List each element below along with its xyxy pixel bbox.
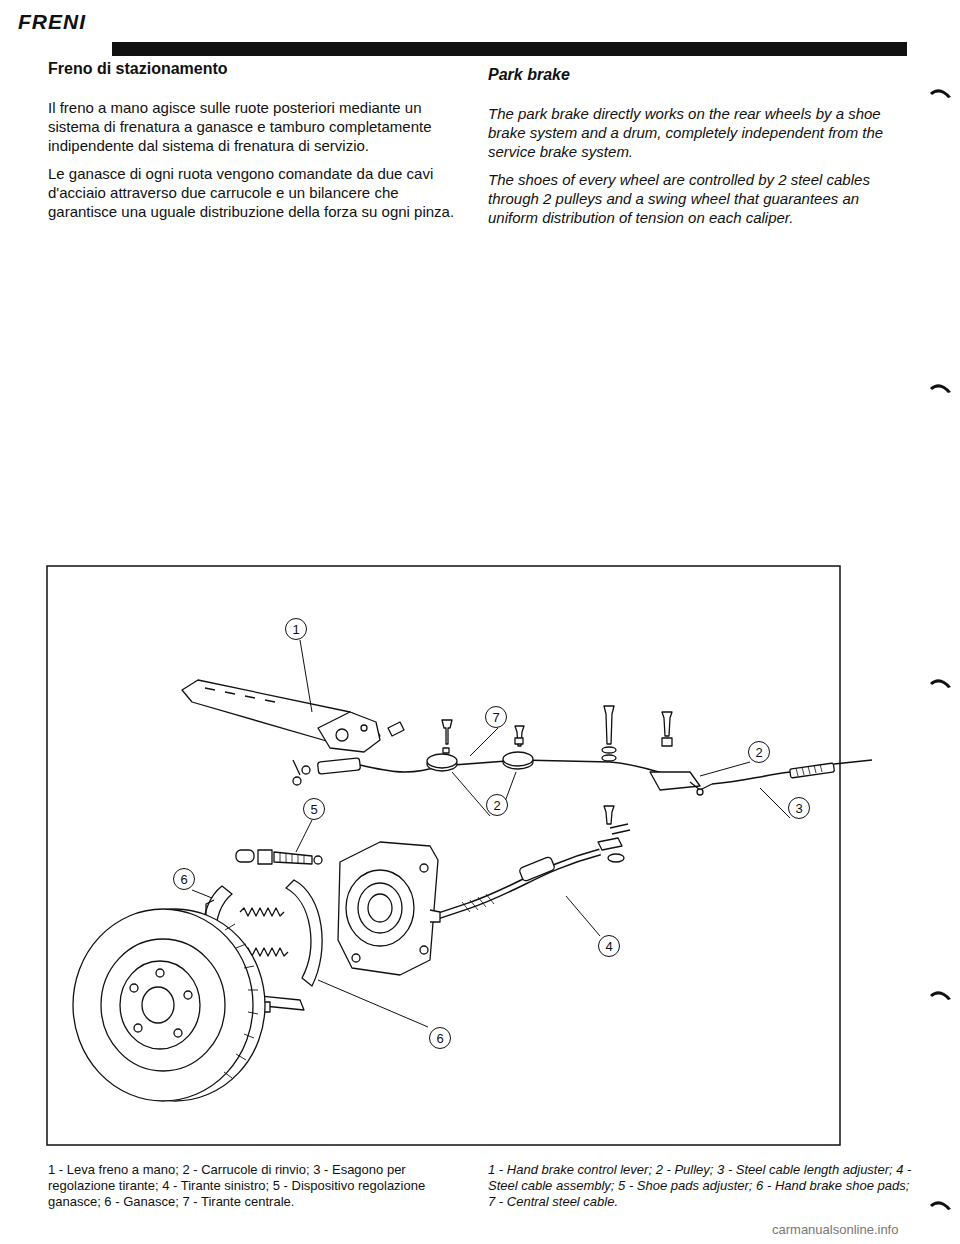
body-text: The shoes of every wheel are controlled … <box>488 170 906 227</box>
page-header: FRENI <box>18 10 86 34</box>
body-text: Le ganasce di ogni ruota vengono comanda… <box>48 164 468 221</box>
callout-number: 2 <box>755 746 762 759</box>
body-text: The park brake directly works on the rea… <box>488 104 906 161</box>
callout-number: 5 <box>310 803 317 816</box>
callout-number: 4 <box>605 940 612 953</box>
callout-circle: 2 <box>486 794 508 816</box>
callout-circle: 4 <box>598 935 620 957</box>
callout-number: 1 <box>292 623 299 636</box>
section-heading: Freno di stazionamento <box>48 60 228 78</box>
figure-caption: 1 - Leva freno a mano; 2 - Carrucole di … <box>48 1162 470 1210</box>
body-text: Il freno a mano agisce sulle ruote poste… <box>48 98 468 155</box>
callout-number: 6 <box>436 1032 443 1045</box>
watermark: carmanualsonline.info <box>772 1222 898 1237</box>
callout-number: 7 <box>492 711 499 724</box>
callout-circle: 6 <box>173 868 195 890</box>
figure-caption: 1 - Hand brake control lever; 2 - Pulley… <box>488 1162 918 1210</box>
callout-circle: 1 <box>285 618 307 640</box>
callout-number: 2 <box>493 799 500 812</box>
callout-circle: 7 <box>485 706 507 728</box>
callout-circle: 2 <box>748 741 770 763</box>
callout-circle: 6 <box>429 1027 451 1049</box>
callout-circle: 5 <box>303 798 325 820</box>
callout-number: 6 <box>180 873 187 886</box>
callout-number: 3 <box>795 802 802 815</box>
section-heading: Park brake <box>488 66 570 84</box>
callout-circle: 3 <box>788 797 810 819</box>
